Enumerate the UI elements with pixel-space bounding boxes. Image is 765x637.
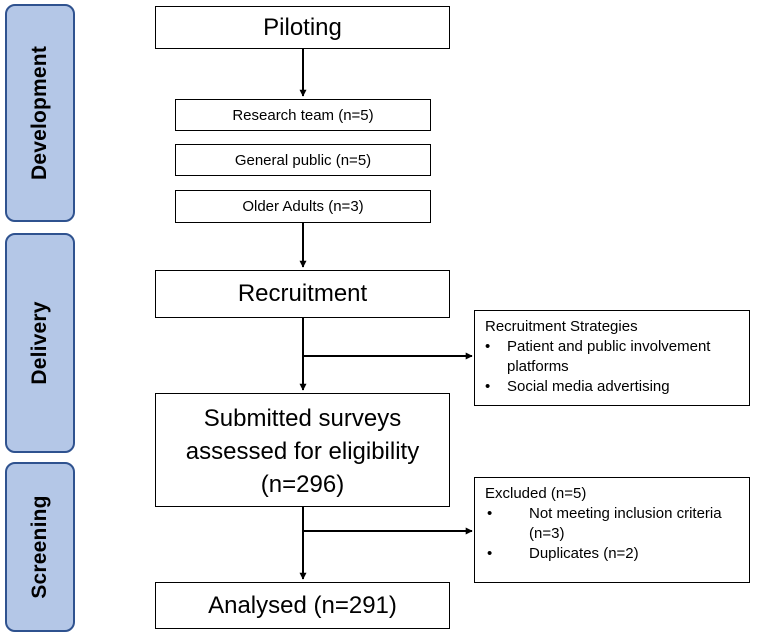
phase-screening: Screening bbox=[5, 462, 75, 632]
excluded-list: • Not meeting inclusion criteria (n=3) •… bbox=[485, 504, 739, 564]
phase-delivery: Delivery bbox=[5, 233, 75, 453]
recruitment-strategies-title: Recruitment Strategies bbox=[485, 318, 638, 335]
piloting-title: Piloting bbox=[263, 13, 342, 41]
group-general-public: General public (n=5) bbox=[175, 144, 431, 176]
submitted-surveys-box: Submitted surveys assessed for eligibili… bbox=[155, 393, 450, 507]
submitted-line-3: (n=296) bbox=[260, 470, 345, 498]
list-item: • Not meeting inclusion criteria (n=3) bbox=[485, 504, 739, 544]
bullet-icon: • bbox=[485, 378, 491, 395]
list-item-text: Duplicates (n=2) bbox=[529, 545, 639, 562]
analysed-title: Analysed (n=291) bbox=[208, 591, 397, 619]
recruitment-title: Recruitment bbox=[237, 280, 368, 307]
group-older-adults-label: Older Adults (n=3) bbox=[242, 198, 364, 215]
bullet-icon: • bbox=[487, 505, 493, 522]
phase-development-label: Development bbox=[28, 45, 51, 181]
submitted-line-1: Submitted surveys bbox=[203, 404, 402, 432]
recruitment-strategies-list: • Patient and public involvement platfor… bbox=[485, 337, 739, 397]
list-item-text: Social media advertising bbox=[507, 378, 670, 395]
list-item-text: Patient and public involvement platforms bbox=[507, 338, 711, 375]
group-general-public-label: General public (n=5) bbox=[234, 151, 372, 169]
group-older-adults: Older Adults (n=3) bbox=[175, 190, 431, 223]
excluded-title: Excluded (n=5) bbox=[485, 485, 587, 502]
recruitment-strategies-box: Recruitment Strategies • Patient and pub… bbox=[474, 310, 750, 406]
group-research-team: Research team (n=5) bbox=[175, 99, 431, 131]
phase-development: Development bbox=[5, 4, 75, 222]
submitted-line-2: assessed for eligibility bbox=[185, 437, 420, 465]
phase-delivery-label: Delivery bbox=[28, 301, 51, 385]
excluded-box: Excluded (n=5) • Not meeting inclusion c… bbox=[474, 477, 750, 583]
list-item: • Social media advertising bbox=[485, 377, 739, 397]
phase-screening-label: Screening bbox=[28, 495, 51, 599]
group-research-team-label: Research team (n=5) bbox=[232, 106, 374, 124]
list-item-text: Not meeting inclusion criteria (n=3) bbox=[529, 505, 722, 542]
list-item: • Duplicates (n=2) bbox=[485, 544, 739, 564]
recruitment-box: Recruitment bbox=[155, 270, 450, 318]
analysed-box: Analysed (n=291) bbox=[155, 582, 450, 629]
bullet-icon: • bbox=[487, 545, 493, 562]
piloting-box: Piloting bbox=[155, 6, 450, 49]
list-item: • Patient and public involvement platfor… bbox=[485, 337, 739, 377]
bullet-icon: • bbox=[485, 338, 491, 355]
